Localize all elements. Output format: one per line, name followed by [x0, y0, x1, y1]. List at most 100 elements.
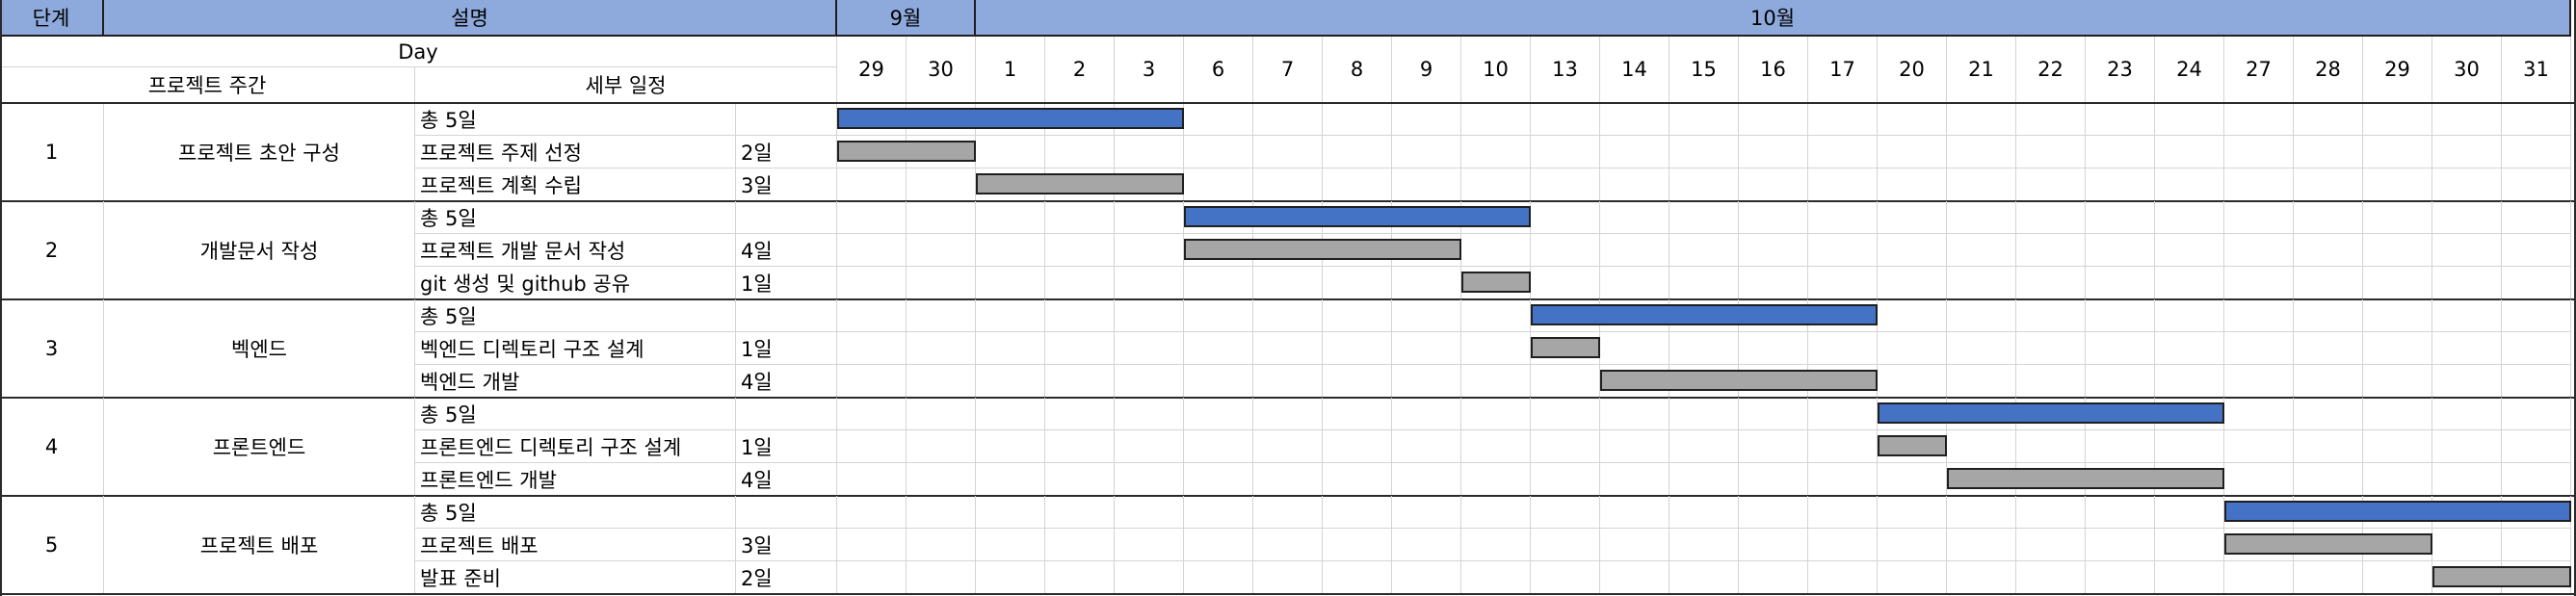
timeline-cell	[1878, 529, 1947, 561]
timeline-cell	[1115, 234, 1184, 267]
timeline-cell	[1323, 529, 1392, 561]
timeline-cell	[1947, 299, 2016, 332]
timeline-cell	[2502, 299, 2571, 332]
timeline-cell	[1253, 299, 1323, 332]
timeline-cell	[1253, 496, 1323, 529]
timeline-cell	[1461, 365, 1531, 398]
timeline-cell	[1600, 463, 1669, 496]
timeline-cell	[1739, 430, 1808, 463]
timeline-cell	[1461, 136, 1531, 168]
timeline-cell	[2432, 168, 2502, 201]
task-bar	[1878, 435, 1947, 456]
timeline-cell	[2432, 234, 2502, 267]
timeline-cell	[1739, 267, 1808, 299]
timeline-cell	[1947, 496, 2016, 529]
task-label: git 생성 및 github 공유	[415, 267, 736, 299]
timeline-cell	[1392, 430, 1461, 463]
stage-name: 개발문서 작성	[104, 201, 415, 299]
timeline-cell	[2086, 332, 2155, 365]
timeline-cell	[1392, 136, 1461, 168]
timeline-cell	[2086, 168, 2155, 201]
timeline-cell	[2502, 136, 2571, 168]
task-bar	[1531, 337, 1600, 358]
timeline-cell	[1045, 299, 1115, 332]
timeline-cell	[1184, 496, 1253, 529]
timeline-cell	[2155, 561, 2224, 594]
timeline-cell	[2294, 136, 2363, 168]
timeline-cell	[2294, 103, 2363, 136]
timeline-cell	[2016, 332, 2086, 365]
stage-number: 1	[0, 103, 104, 201]
timeline-cell	[2224, 332, 2294, 365]
timeline-cell	[2502, 234, 2571, 267]
timeline-cell	[1808, 201, 1878, 234]
task-bar	[837, 141, 976, 162]
timeline-cell	[2432, 365, 2502, 398]
stage-name: 프론트엔드	[104, 398, 415, 496]
timeline-cell	[1045, 365, 1115, 398]
timeline-cell	[1253, 332, 1323, 365]
timeline-cell	[1184, 398, 1253, 430]
timeline-cell	[1392, 332, 1461, 365]
stage-name: 프로젝트 배포	[104, 496, 415, 594]
task-label: 총 5일	[415, 496, 736, 529]
timeline-cell	[1669, 529, 1739, 561]
timeline-cell	[2502, 398, 2571, 430]
day-header: 15	[1669, 37, 1739, 103]
description-header: 설명	[104, 0, 837, 37]
task-duration: 3일	[736, 168, 837, 201]
timeline-cell	[1115, 463, 1184, 496]
day-header: 14	[1600, 37, 1669, 103]
timeline-cell	[2432, 398, 2502, 430]
timeline-cell	[1878, 365, 1947, 398]
timeline-cell	[1808, 103, 1878, 136]
timeline-cell	[1947, 430, 2016, 463]
timeline-cell	[1600, 267, 1669, 299]
timeline-cell	[1878, 332, 1947, 365]
timeline-cell	[1323, 299, 1392, 332]
task-bar	[1184, 239, 1461, 260]
timeline-cell	[1669, 561, 1739, 594]
timeline-cell	[1600, 496, 1669, 529]
timeline-cell	[1392, 168, 1461, 201]
timeline-cell	[1878, 299, 1947, 332]
timeline-cell	[1739, 398, 1808, 430]
timeline-cell	[976, 463, 1045, 496]
timeline-cell	[2155, 332, 2224, 365]
timeline-cell	[1045, 463, 1115, 496]
timeline-cell	[2016, 365, 2086, 398]
timeline-cell	[1461, 168, 1531, 201]
task-label: 총 5일	[415, 398, 736, 430]
task-duration: 1일	[736, 332, 837, 365]
timeline-cell	[1808, 267, 1878, 299]
timeline-cell	[976, 430, 1045, 463]
day-header: 7	[1253, 37, 1323, 103]
day-header: 17	[1808, 37, 1878, 103]
timeline-cell	[1184, 299, 1253, 332]
timeline-cell	[1739, 561, 1808, 594]
timeline-cell	[2155, 299, 2224, 332]
timeline-cell	[1600, 136, 1669, 168]
month-header: 9월	[837, 0, 976, 37]
timeline-cell	[2432, 299, 2502, 332]
timeline-cell	[1739, 496, 1808, 529]
timeline-cell	[1323, 168, 1392, 201]
timeline-cell	[2294, 234, 2363, 267]
timeline-cell	[837, 234, 907, 267]
day-header: 8	[1323, 37, 1392, 103]
day-header: 16	[1739, 37, 1808, 103]
day-header: 28	[2294, 37, 2363, 103]
timeline-cell	[2016, 267, 2086, 299]
timeline-cell	[1461, 398, 1531, 430]
timeline-cell	[1323, 561, 1392, 594]
timeline-cell	[1323, 267, 1392, 299]
timeline-cell	[1323, 365, 1392, 398]
timeline-cell	[1184, 267, 1253, 299]
task-bar	[2224, 533, 2432, 555]
timeline-cell	[1531, 267, 1600, 299]
timeline-cell	[2502, 332, 2571, 365]
grid-left-edge	[0, 0, 2, 596]
timeline-cell	[2224, 430, 2294, 463]
timeline-cell	[907, 398, 976, 430]
timeline-cell	[1739, 332, 1808, 365]
